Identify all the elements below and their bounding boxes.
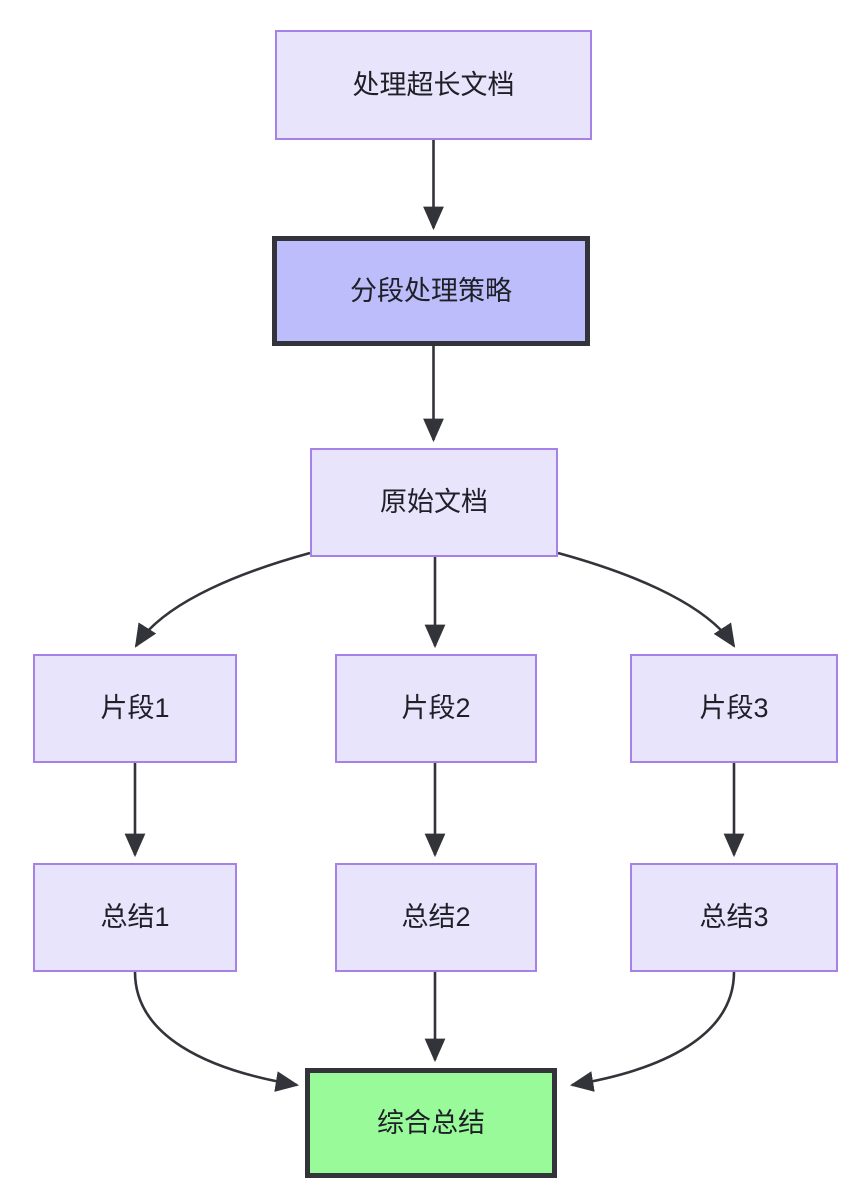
flow-node-label: 分段处理策略 [350,275,512,306]
flow-node-n9[interactable]: 总结3 [630,863,838,972]
flow-node-n2[interactable]: 分段处理策略 [272,236,590,346]
flow-node-label: 原始文档 [380,487,488,518]
flow-node-label: 处理超长文档 [352,69,515,100]
flow-node-label: 总结2 [401,902,471,933]
flow-node-label: 片段3 [699,693,769,724]
flow-edge-n3-to-n6 [557,551,736,648]
flow-edge-n9-to-n10 [569,971,736,1092]
flow-node-label: 片段2 [401,693,471,724]
flow-node-n10[interactable]: 综合总结 [305,1068,557,1178]
flow-node-label: 片段1 [100,693,170,724]
flow-edge-n3-to-n4 [134,551,311,648]
flow-edge-n7-to-n10 [133,971,300,1092]
flow-node-label: 总结1 [100,902,170,933]
flow-node-n3[interactable]: 原始文档 [310,448,558,557]
flow-node-n1[interactable]: 处理超长文档 [275,30,592,140]
flow-node-n8[interactable]: 总结2 [335,863,537,972]
flow-node-label: 总结3 [699,902,769,933]
flow-node-n6[interactable]: 片段3 [630,654,838,763]
flow-node-label: 综合总结 [377,1107,485,1138]
flow-node-n5[interactable]: 片段2 [335,654,537,763]
flow-node-n4[interactable]: 片段1 [33,654,237,763]
flow-node-n7[interactable]: 总结1 [33,863,237,972]
